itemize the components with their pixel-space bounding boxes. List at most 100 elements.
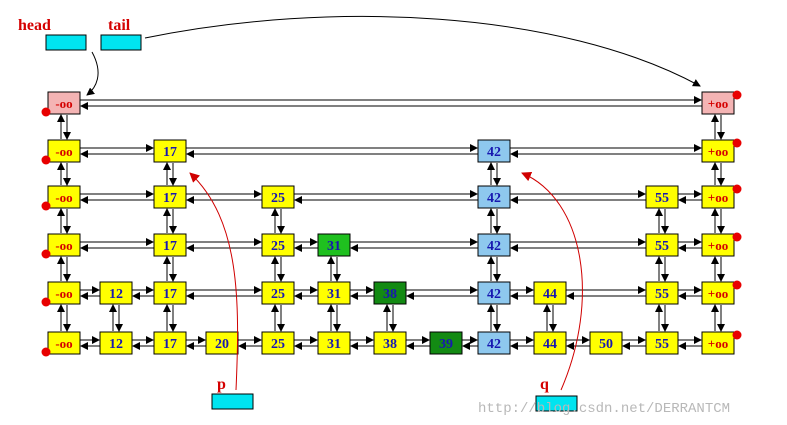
node-key: 25 [271,239,285,254]
node-key: 42 [487,191,501,206]
node-box [153,139,187,163]
node-key: 31 [327,287,341,302]
node-key: 25 [271,337,285,352]
node-box [47,139,81,163]
skip-list-node: 44 [533,281,567,305]
node-box [261,281,295,305]
node-key: 50 [599,337,613,352]
skip-list-node: 20 [205,331,239,355]
skip-list-node: 55 [645,185,679,209]
tail-pointer-curve [144,15,701,87]
null-dot [41,297,51,307]
null-dot [41,201,51,211]
node-key: +oo [708,144,728,159]
node-key: 17 [163,191,177,206]
null-dot [41,155,51,165]
null-dot [732,330,742,340]
left-sentinel-node: -oo [41,139,81,165]
skip-list-node: 17 [153,233,187,257]
node-box [205,331,239,355]
node-box [701,185,735,209]
node-box [373,331,407,355]
skip-list-node: 44 [533,331,567,355]
node-box [645,281,679,305]
node-box [317,331,351,355]
node-box [533,281,567,305]
node-box [153,331,187,355]
node-key: -oo [55,190,72,205]
node-box [645,233,679,257]
node-key: -oo [55,96,72,111]
node-box [477,233,511,257]
null-dot [41,249,51,259]
node-box [99,331,133,355]
node-key: 17 [163,337,177,352]
skip-list-node: 25 [261,281,295,305]
skip-list-node: 38 [373,281,407,305]
node-box [47,233,81,257]
node-links [57,96,725,350]
right-sentinel-node: +oo [701,232,742,257]
node-key: -oo [55,144,72,159]
node-key: -oo [55,336,72,351]
skip-list-node: 25 [261,233,295,257]
node-key: 38 [383,337,397,352]
node-box [701,331,735,355]
node-box [153,233,187,257]
node-box [47,281,81,305]
node-box [477,281,511,305]
node-key: +oo [708,286,728,301]
node-key: 17 [163,239,177,254]
left-sentinel-node: -oo [41,331,81,357]
node-key: 42 [487,239,501,254]
null-dot [732,90,742,100]
skip-list-node: 55 [645,233,679,257]
node-box [701,281,735,305]
right-sentinel-node: +oo [701,138,742,163]
node-box [701,233,735,257]
skip-list-node: 39 [429,331,463,355]
node-box [373,281,407,305]
q-label: q [540,376,549,393]
node-key: 20 [215,337,229,352]
node-key: -oo [55,238,72,253]
skip-list-node: 42 [477,331,511,355]
node-box [477,185,511,209]
right-sentinel-node: +oo [701,90,742,115]
skip-list-node: 55 [645,281,679,305]
tail-pointer-box [100,34,142,51]
left-sentinel-node: -oo [41,233,81,259]
node-key: 31 [327,337,341,352]
node-key: 39 [439,337,453,352]
node-box [47,91,81,115]
node-key: 44 [543,337,557,352]
node-key: 17 [163,287,177,302]
node-key: 42 [487,337,501,352]
skip-list-node: 25 [261,185,295,209]
node-box [261,233,295,257]
node-key: 44 [543,287,557,302]
node-key: +oo [708,190,728,205]
left-sentinel-node: -oo [41,185,81,211]
skip-list-node: 42 [477,281,511,305]
node-box [533,331,567,355]
node-key: +oo [708,336,728,351]
skip-list-node: 42 [477,185,511,209]
null-dot [732,280,742,290]
node-box [261,331,295,355]
node-box [589,331,623,355]
node-key: 42 [487,287,501,302]
node-key: 17 [163,145,177,160]
node-box [47,185,81,209]
skip-list-node: 42 [477,233,511,257]
node-box [317,281,351,305]
node-box [153,281,187,305]
node-box [645,331,679,355]
node-key: -oo [55,286,72,301]
skip-list-node: 31 [317,331,351,355]
null-dot [732,184,742,194]
null-dot [41,107,51,117]
node-key: 55 [655,191,669,206]
skip-list-node: 12 [99,281,133,305]
skip-list-node: 25 [261,331,295,355]
